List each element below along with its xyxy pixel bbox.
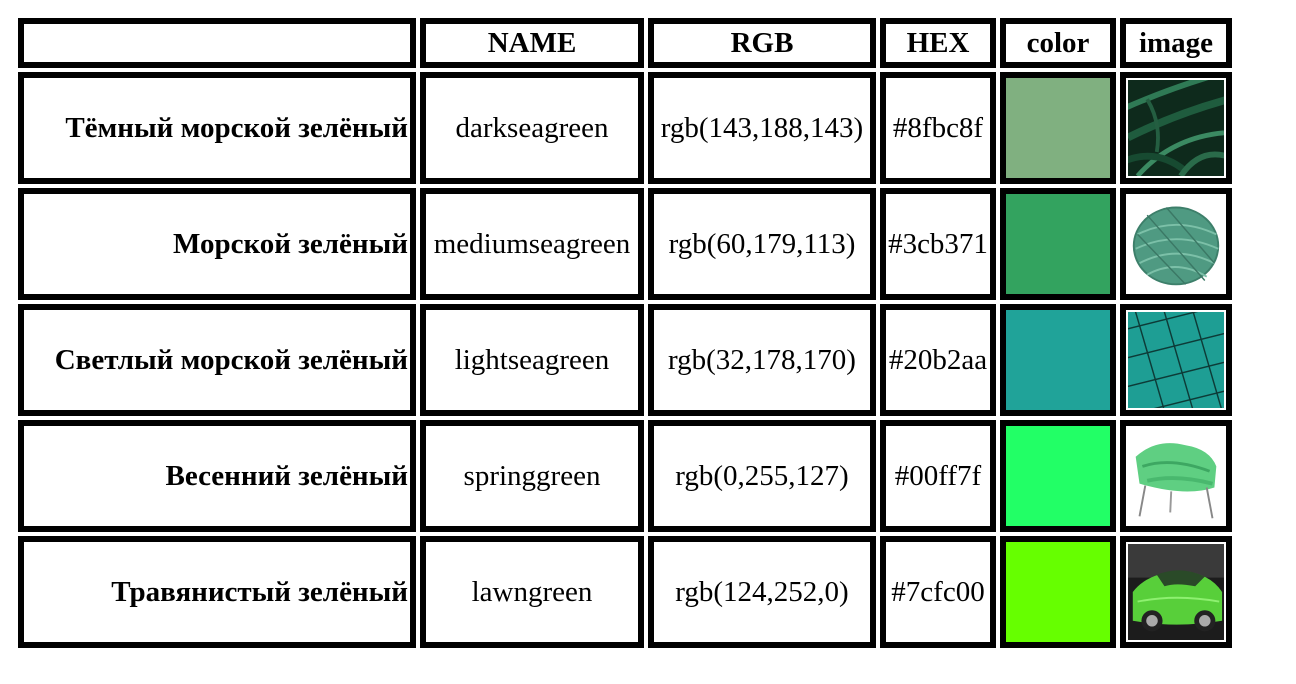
rgb-cell: rgb(32,178,170) bbox=[648, 304, 876, 416]
color-swatch bbox=[1006, 194, 1110, 294]
header-hex: HEX bbox=[880, 18, 996, 68]
rgb-cell: rgb(0,255,127) bbox=[648, 420, 876, 532]
russian-name-cell: Светлый морской зелёный bbox=[18, 304, 416, 416]
hex-cell: #00ff7f bbox=[880, 420, 996, 532]
name-cell: lawngreen bbox=[420, 536, 644, 648]
hex-cell: #20b2aa bbox=[880, 304, 996, 416]
color-swatch-cell bbox=[1000, 536, 1116, 648]
table-row: Весенний зелёный springgreen rgb(0,255,1… bbox=[18, 420, 1232, 532]
name-cell: mediumseagreen bbox=[420, 188, 644, 300]
image-cell bbox=[1120, 72, 1232, 184]
name-cell: darkseagreen bbox=[420, 72, 644, 184]
teal-grid-pattern bbox=[1126, 310, 1226, 410]
image-cell bbox=[1120, 304, 1232, 416]
lime-green-car bbox=[1126, 542, 1226, 642]
color-swatch bbox=[1006, 78, 1110, 178]
rgb-cell: rgb(143,188,143) bbox=[648, 72, 876, 184]
color-swatch-cell bbox=[1000, 420, 1116, 532]
header-name: NAME bbox=[420, 18, 644, 68]
color-swatch bbox=[1006, 310, 1110, 410]
name-cell: lightseagreen bbox=[420, 304, 644, 416]
green-lounge-chair bbox=[1126, 426, 1226, 526]
table-row: Морской зелёный mediumseagreen rgb(60,17… bbox=[18, 188, 1232, 300]
color-swatch-cell bbox=[1000, 72, 1116, 184]
table-row: Тёмный морской зелёный darkseagreen rgb(… bbox=[18, 72, 1232, 184]
russian-name-cell: Морской зелёный bbox=[18, 188, 416, 300]
table-row: Травянистый зелёный lawngreen rgb(124,25… bbox=[18, 536, 1232, 648]
table-row: Светлый морской зелёный lightseagreen rg… bbox=[18, 304, 1232, 416]
header-row: NAME RGB HEX color image bbox=[18, 18, 1232, 68]
header-rgb: RGB bbox=[648, 18, 876, 68]
color-swatch bbox=[1006, 426, 1110, 526]
header-color: color bbox=[1000, 18, 1116, 68]
color-swatch bbox=[1006, 542, 1110, 642]
hex-cell: #7cfc00 bbox=[880, 536, 996, 648]
russian-name-cell: Травянистый зелёный bbox=[18, 536, 416, 648]
rgb-cell: rgb(60,179,113) bbox=[648, 188, 876, 300]
russian-name-cell: Тёмный морской зелёный bbox=[18, 72, 416, 184]
image-cell bbox=[1120, 188, 1232, 300]
color-swatch-cell bbox=[1000, 304, 1116, 416]
hex-cell: #8fbc8f bbox=[880, 72, 996, 184]
yarn-ball-photo bbox=[1126, 194, 1226, 294]
header-russian-name bbox=[18, 18, 416, 68]
color-table: NAME RGB HEX color image Тёмный морской … bbox=[14, 14, 1236, 652]
header-image: image bbox=[1120, 18, 1232, 68]
hex-cell: #3cb371 bbox=[880, 188, 996, 300]
dark-leaves-photo bbox=[1126, 78, 1226, 178]
rgb-cell: rgb(124,252,0) bbox=[648, 536, 876, 648]
russian-name-cell: Весенний зелёный bbox=[18, 420, 416, 532]
image-cell bbox=[1120, 536, 1232, 648]
image-cell bbox=[1120, 420, 1232, 532]
color-swatch-cell bbox=[1000, 188, 1116, 300]
name-cell: springgreen bbox=[420, 420, 644, 532]
